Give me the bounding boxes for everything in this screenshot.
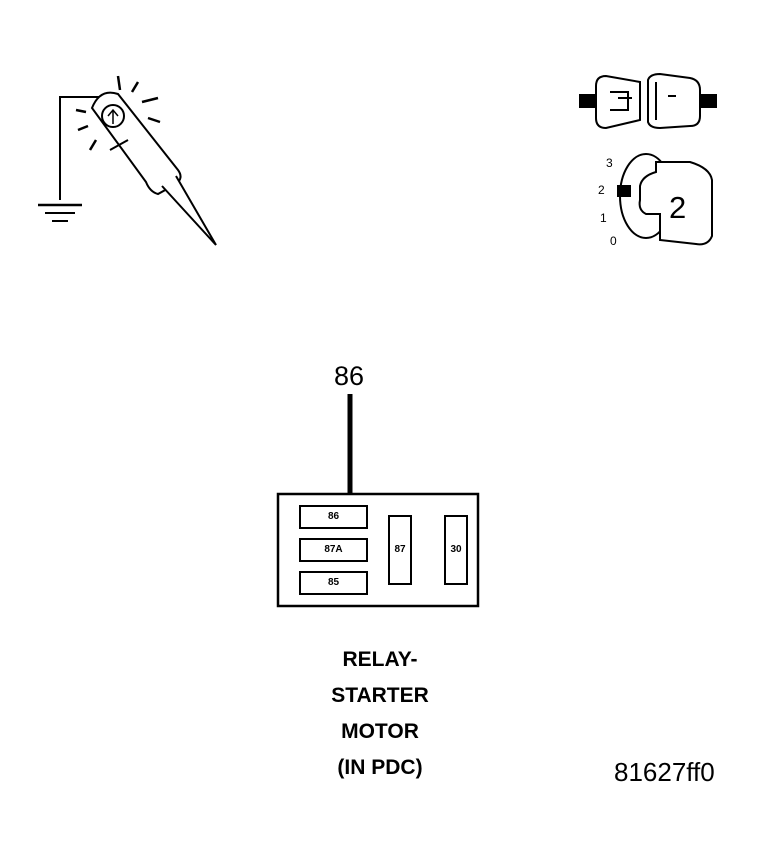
light-rays <box>75 75 161 151</box>
probe-tip <box>161 175 217 246</box>
key-position-label: 2 <box>669 190 687 225</box>
ignition-pos-0: 0 <box>610 234 617 248</box>
ignition-pos-1: 1 <box>600 211 607 225</box>
ground-wire <box>59 96 100 200</box>
caption-line: MOTOR <box>341 720 419 743</box>
ignition-switch-icon <box>617 153 713 246</box>
relay-caption: RELAY- STARTER MOTOR (IN PDC) <box>280 642 480 786</box>
terminal-87a: 87A <box>324 544 343 555</box>
ground-symbol-icon <box>38 203 82 222</box>
terminal-86: 86 <box>327 511 340 522</box>
test-light-icon <box>38 75 217 246</box>
terminal-30: 30 <box>450 544 462 555</box>
caption-line: RELAY- <box>342 648 418 671</box>
connector-icon <box>579 72 717 130</box>
figure-id: 81627ff0 <box>614 757 715 787</box>
relay-box <box>276 492 480 608</box>
caption-line: (IN PDC) <box>337 756 423 779</box>
terminal-85: 85 <box>327 577 340 588</box>
callout-label: 86 <box>334 361 365 391</box>
ignition-pos-3: 3 <box>606 156 613 170</box>
caption-line: STARTER <box>331 684 429 707</box>
terminal-87: 87 <box>394 544 406 555</box>
ignition-pos-2: 2 <box>598 183 605 197</box>
